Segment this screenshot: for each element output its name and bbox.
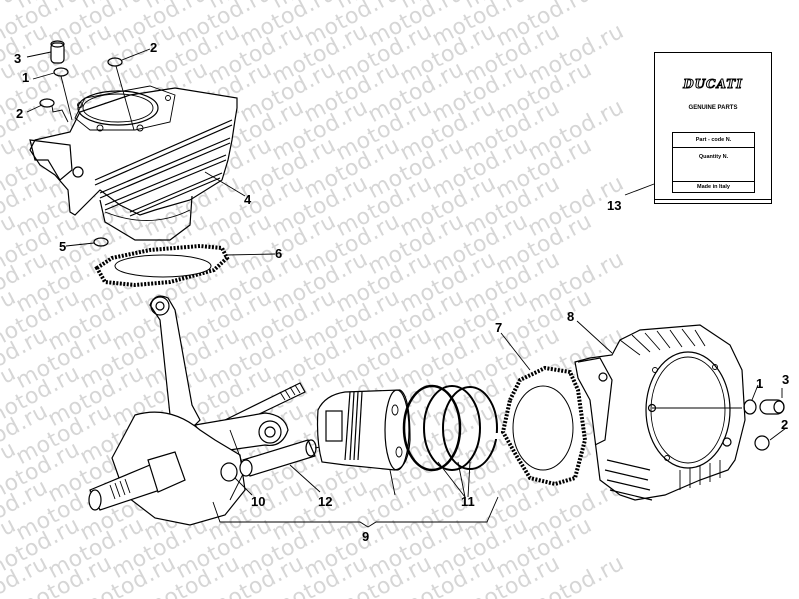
callout-5: 5 — [59, 239, 67, 254]
front-cylinder-drawing — [574, 324, 746, 501]
part-code-field: Part - code N. — [673, 133, 754, 148]
callout-12: 12 — [318, 494, 333, 509]
dowel-sleeve-right — [759, 399, 785, 415]
gudgeon-pin — [239, 439, 317, 477]
o-ring-base — [93, 237, 109, 247]
piston-drawing — [316, 389, 411, 471]
callout-1: 1 — [22, 70, 30, 85]
o-ring-top-left — [53, 67, 69, 77]
dowel-sleeve-top — [50, 40, 65, 64]
callout-2: 2 — [150, 40, 158, 55]
quantity-field: Quantity N. — [673, 148, 754, 182]
callout-1: 1 — [756, 376, 764, 391]
callout-3: 3 — [782, 372, 790, 387]
origin-field: Made in Italy — [696, 184, 730, 190]
card-subtitle: GENUINE PARTS — [688, 105, 738, 111]
crankshaft-drawing — [88, 295, 306, 526]
callout-6: 6 — [275, 246, 283, 261]
callout-11: 11 — [461, 494, 475, 509]
callout-2: 2 — [781, 417, 789, 432]
piston-rings — [402, 384, 502, 472]
callout-2: 2 — [16, 106, 24, 121]
callout-7: 7 — [495, 320, 503, 335]
callout-10: 10 — [251, 494, 266, 509]
card-bottom-rule — [655, 199, 771, 200]
base-gasket-front — [500, 365, 588, 487]
callout-13: 13 — [607, 198, 622, 213]
card-label-table: Part - code N. Quantity N. Made in Italy — [672, 132, 755, 193]
callout-8: 8 — [567, 309, 575, 324]
genuine-parts-card: DUCATI GENUINE PARTS Part - code N. Quan… — [654, 52, 772, 204]
o-ring-right-lower — [754, 435, 770, 451]
o-ring-top-right — [107, 57, 123, 67]
o-ring-left — [39, 98, 55, 108]
base-gasket-rear — [94, 243, 230, 288]
o-ring-right — [743, 399, 757, 415]
callout-9: 9 — [362, 529, 370, 544]
callout-4: 4 — [244, 192, 252, 207]
rear-cylinder-drawing — [29, 85, 238, 241]
ducati-logo: DUCATI — [683, 77, 743, 92]
callout-3: 3 — [14, 51, 22, 66]
